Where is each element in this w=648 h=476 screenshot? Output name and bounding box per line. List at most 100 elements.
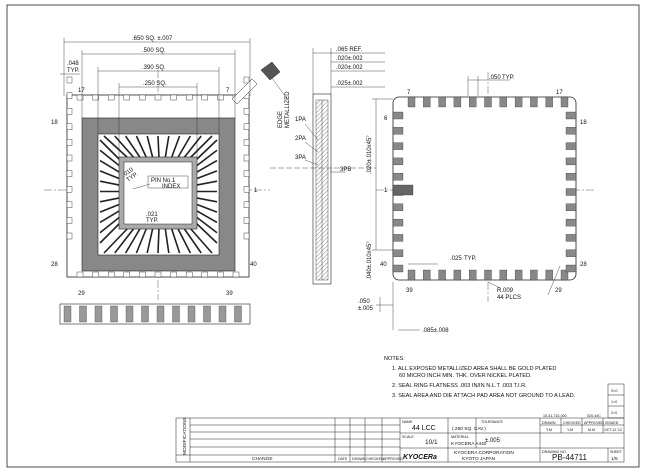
pin-39: 39 xyxy=(226,291,233,297)
scale-value: 10/1 xyxy=(425,439,438,446)
bpin-18: 18 xyxy=(580,120,587,126)
rev-3: 2=0 xyxy=(611,411,617,415)
issued-value: OCT.12.'12 xyxy=(604,428,622,432)
bond-finger xyxy=(135,135,148,159)
bottom-pad xyxy=(407,269,416,281)
metallized-label: METALLIZED xyxy=(285,91,291,128)
note-3: 3. SEAL AREA AND DIE ATTACH PAD AREA NOT… xyxy=(392,393,576,399)
castellation xyxy=(232,271,240,278)
bond-finger xyxy=(157,135,160,159)
strip-tooth xyxy=(218,305,227,323)
bpin-28: 28 xyxy=(580,262,587,268)
pin-28: 28 xyxy=(51,262,58,268)
bond-finger xyxy=(195,149,218,167)
castellation xyxy=(92,271,99,278)
castellation xyxy=(154,271,162,278)
rev-2: 1=0 xyxy=(611,400,617,404)
bottom-pad xyxy=(565,264,577,273)
castellation xyxy=(66,139,73,146)
bottom-pad xyxy=(530,96,538,108)
bottom-pad xyxy=(484,96,492,108)
company-name: KYOCERA CORPORATION xyxy=(454,450,514,456)
change-label: CHANGE xyxy=(252,456,273,462)
bond-finger xyxy=(99,180,121,186)
dim-pitch: .048 xyxy=(67,61,79,67)
castellation xyxy=(139,94,146,101)
bottom-pad xyxy=(392,264,404,273)
castellation xyxy=(185,271,193,278)
bond-finger xyxy=(114,227,135,254)
layer-3pb: 3PB xyxy=(340,167,351,173)
rev-1: S=0 xyxy=(611,389,618,393)
bottom-outline xyxy=(392,96,577,281)
dim-pitch-typ: TYP. xyxy=(67,68,80,74)
bond-finger xyxy=(176,135,192,159)
bond-finger xyxy=(170,227,181,254)
side-section-view: .065 REF. .020±.002 .020±.002 .025±.002 … xyxy=(270,47,385,285)
bottom-pad xyxy=(565,173,577,181)
pin1-label: PIN No.1 xyxy=(151,178,176,184)
bottom-pad xyxy=(514,96,523,108)
strip-tooth xyxy=(156,305,165,323)
date-label: DATE xyxy=(338,457,348,461)
bond-finger xyxy=(135,227,148,254)
bond-finger xyxy=(195,139,218,161)
top-code: 020-44C xyxy=(587,414,601,418)
bond-finger xyxy=(146,135,154,159)
castellation xyxy=(66,123,73,131)
dim-cavity: .250 SQ. xyxy=(143,81,167,87)
company-city: KYOTO JAPAN xyxy=(462,456,496,462)
bond-finger xyxy=(164,135,170,159)
bond-finger xyxy=(99,197,121,203)
bottom-pad xyxy=(407,96,416,108)
dim-side-v2: .040±.010x45° xyxy=(367,241,373,280)
dim-bottom: .085±.008 xyxy=(422,328,449,334)
castellation xyxy=(243,185,250,193)
col-approved: APPROVED xyxy=(584,421,604,425)
bottom-pad xyxy=(453,96,462,108)
sheet-label: SHEET xyxy=(610,450,623,454)
bottom-pad xyxy=(392,142,404,150)
pin-29: 29 xyxy=(78,291,85,297)
castellation xyxy=(217,271,224,278)
strip-tooth xyxy=(187,305,196,323)
bottom-pad xyxy=(438,96,446,108)
dim-pitch-top-typ: TYP. xyxy=(502,75,515,81)
checked-value: Y.M xyxy=(567,428,573,432)
bond-finger xyxy=(176,227,192,254)
strip-tooth xyxy=(63,305,72,323)
note-2: 2. SEAL RING FLATNESS .003 IN/IN N.L.T .… xyxy=(392,383,527,389)
bottom-pad xyxy=(530,269,538,281)
part-name: 44 LCC xyxy=(412,425,436,432)
bottom-pad xyxy=(565,127,577,135)
drawing-no-label: DRAWING NO. xyxy=(542,450,567,454)
bottom-pad xyxy=(565,249,577,257)
date-value: 10-31-710-000 xyxy=(543,414,567,418)
layer-1pa: 1PA xyxy=(295,117,306,123)
notes: NOTES: 1. ALL EXPOSED METALLIZED AREA SH… xyxy=(384,356,576,399)
castellation xyxy=(66,170,73,177)
castellation xyxy=(185,94,193,101)
bond-finger xyxy=(195,197,218,203)
castellation xyxy=(243,201,250,209)
notes-heading: NOTES: xyxy=(384,356,405,362)
bottom-pad xyxy=(484,269,492,281)
bottom-pad xyxy=(514,269,523,281)
tolerance-label: TOLERANCE xyxy=(481,420,504,424)
castellation xyxy=(123,94,131,101)
layer-3pa: 3PA xyxy=(295,155,306,161)
bond-finger xyxy=(195,222,218,244)
bond-finger xyxy=(99,216,121,234)
pin-17: 17 xyxy=(78,88,85,94)
layer-2pa: 2PA xyxy=(295,136,306,142)
note-1b: 60 MICRO INCH MIN. THK. OVER NICKEL PLAT… xyxy=(399,373,532,379)
bond-finger xyxy=(189,135,213,159)
strip-tooth xyxy=(110,305,118,323)
castellation xyxy=(66,107,73,115)
bottom-pad xyxy=(560,96,569,108)
index-label: INDEX xyxy=(162,184,180,190)
bond-finger xyxy=(164,227,170,254)
castellation xyxy=(92,94,99,101)
bottom-pad xyxy=(423,96,431,108)
